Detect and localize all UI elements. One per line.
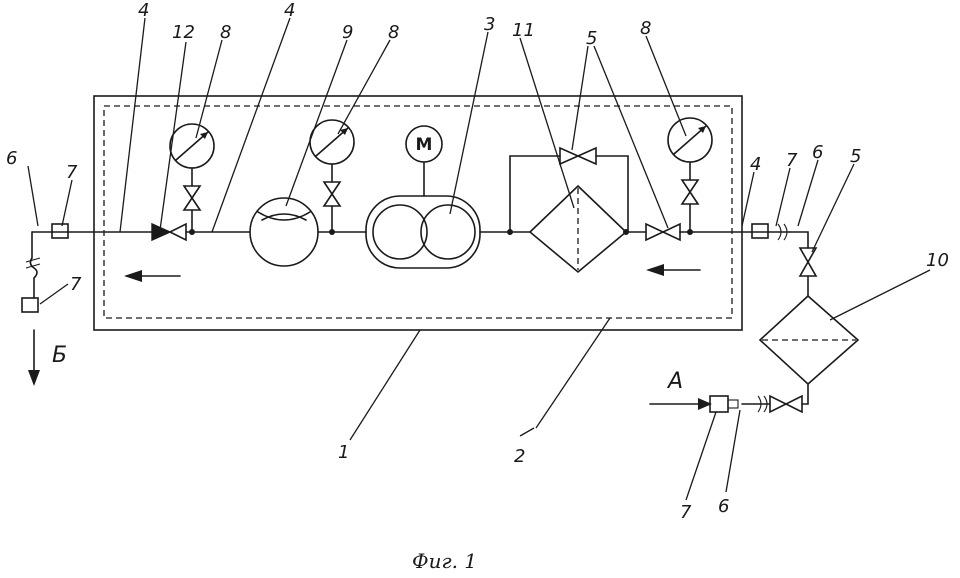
callout-4-left: 4 bbox=[138, 0, 149, 21]
outlet-branch bbox=[21, 231, 41, 386]
callout-12: 12 bbox=[172, 22, 195, 43]
callout-10: 10 bbox=[926, 250, 949, 271]
filter-main bbox=[507, 184, 629, 274]
callout-4-middle: 4 bbox=[284, 0, 295, 21]
flow-arrow-right-icon bbox=[646, 264, 701, 276]
callout-8-middle: 8 bbox=[388, 22, 399, 43]
outlet-letter: Б bbox=[52, 343, 67, 368]
flow-arrow-left-icon bbox=[124, 270, 181, 282]
housing-frame bbox=[93, 95, 743, 331]
callout-5-right: 5 bbox=[850, 146, 861, 167]
gear-pump bbox=[365, 161, 481, 269]
callout-6-left: 6 bbox=[6, 148, 17, 169]
pressure-gauge-right bbox=[667, 117, 713, 235]
shutoff-valve-main bbox=[645, 222, 681, 242]
callout-7-right: 7 bbox=[786, 150, 798, 171]
callout-7-left: 7 bbox=[66, 162, 78, 183]
motor-symbol: М bbox=[416, 135, 433, 155]
inlet-letter: А bbox=[666, 369, 683, 394]
callout-5-top: 5 bbox=[586, 28, 597, 49]
filter-bypass-line bbox=[509, 146, 629, 233]
figure-caption: Фиг. 1 bbox=[412, 549, 477, 573]
callout-6-right: 6 bbox=[812, 142, 823, 163]
connector-inlet bbox=[709, 395, 729, 413]
callout-4-right: 4 bbox=[750, 154, 761, 175]
check-valve bbox=[151, 222, 187, 242]
callout-3: 3 bbox=[484, 14, 495, 35]
callout-7-outlet: 7 bbox=[70, 274, 82, 295]
callout-7-inlet: 7 bbox=[680, 502, 692, 523]
callout-numbers: 4 12 8 4 9 8 3 11 5 8 6 7 7 4 7 6 5 10 1… bbox=[6, 0, 949, 523]
motor: М bbox=[405, 125, 443, 163]
outlet-arrow-icon bbox=[28, 370, 40, 386]
connector-right bbox=[751, 223, 769, 239]
callout-6-inlet: 6 bbox=[718, 496, 729, 517]
callout-8-right: 8 bbox=[640, 18, 651, 39]
callout-2: 2 bbox=[514, 446, 525, 467]
flow-meter bbox=[249, 197, 319, 267]
callout-9: 9 bbox=[342, 22, 353, 43]
connector-left bbox=[51, 223, 69, 239]
callout-11: 11 bbox=[512, 20, 535, 41]
inner-dashed-boundary bbox=[103, 105, 733, 319]
pressure-gauge-middle bbox=[309, 119, 355, 235]
inlet-arrow-icon bbox=[698, 398, 712, 410]
pressure-gauge-left bbox=[169, 123, 215, 235]
callout-1: 1 bbox=[338, 442, 349, 463]
inlet-branch bbox=[649, 231, 860, 414]
hose-break-right bbox=[777, 223, 788, 241]
callout-8-left: 8 bbox=[220, 22, 231, 43]
leader-lines bbox=[27, 17, 931, 501]
